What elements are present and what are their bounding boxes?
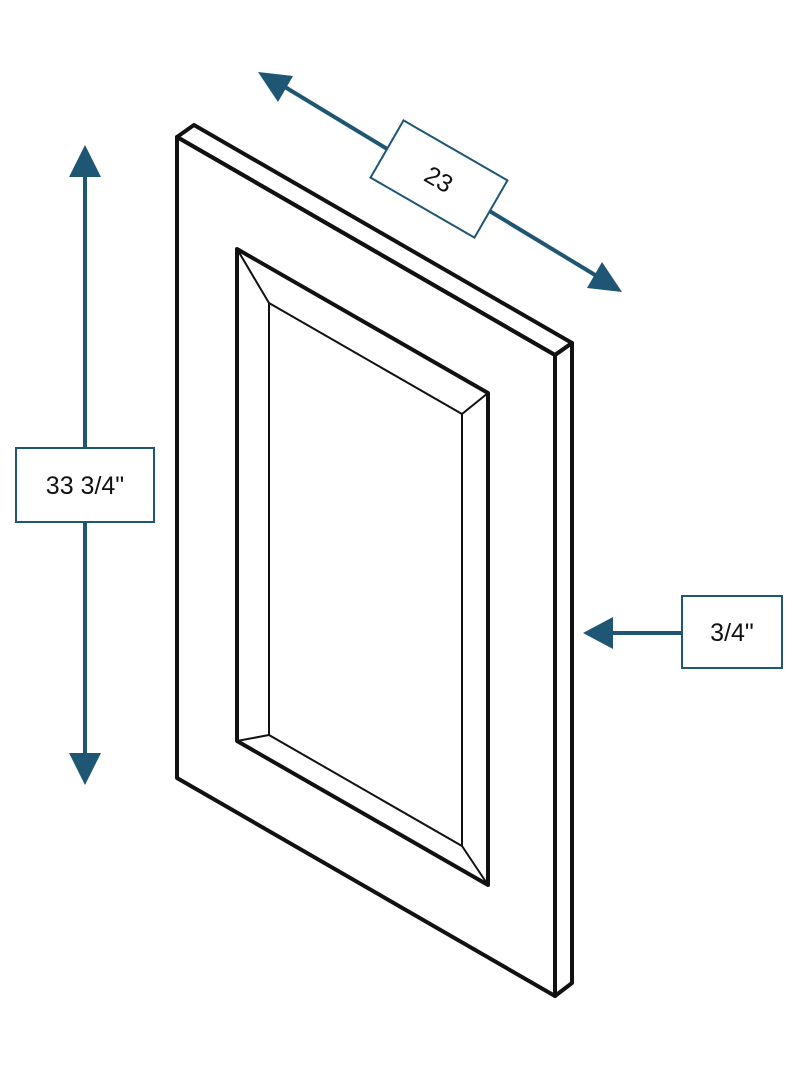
height-arrow-up <box>69 145 101 177</box>
height-arrow-down <box>69 753 101 785</box>
thickness-label-box <box>681 595 783 669</box>
panel-inner-field <box>268 302 463 847</box>
width-arrow-up-left <box>258 72 293 102</box>
thickness-label: 3/4" <box>710 619 754 647</box>
thickness-arrow <box>583 617 613 649</box>
width-label-group: 23 <box>369 119 509 239</box>
height-dimension: 33 3/4" <box>15 145 155 785</box>
bevel-line-bottom-right <box>461 845 489 886</box>
door-front-face <box>175 135 557 998</box>
door-panel <box>175 123 574 998</box>
width-label-box <box>369 119 509 239</box>
door-side-edge <box>553 341 574 998</box>
width-arrow-down-right <box>587 262 622 292</box>
bevel-line-bottom-left <box>236 734 270 742</box>
width-dimension: 23 <box>258 72 622 292</box>
thickness-dimension: 3/4" <box>583 595 783 669</box>
bevel-line-top-left <box>236 248 270 304</box>
height-label: 33 3/4" <box>46 472 124 500</box>
height-label-box <box>15 447 155 523</box>
bevel-line-top-right <box>461 392 489 415</box>
